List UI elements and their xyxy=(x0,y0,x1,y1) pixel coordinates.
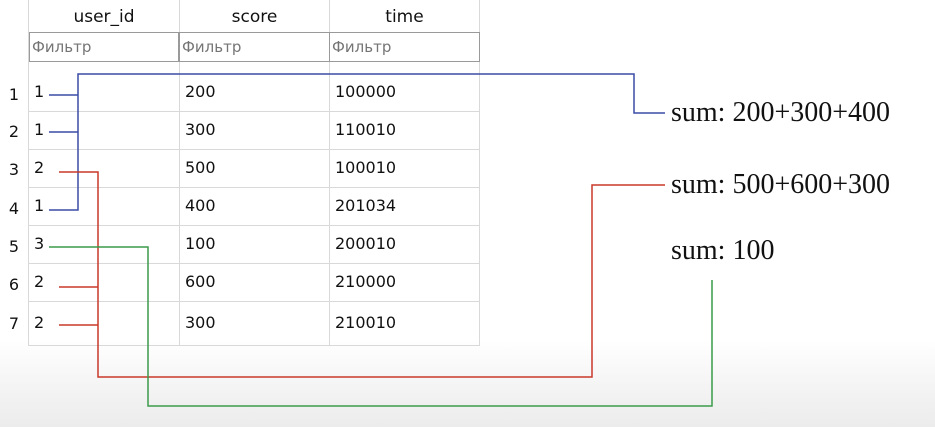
column-header-score[interactable]: score xyxy=(231,7,278,27)
cell-score[interactable]: 500 xyxy=(185,158,216,177)
filter-score-input[interactable] xyxy=(179,32,330,62)
cell-time[interactable]: 110010 xyxy=(335,120,397,139)
grid-line xyxy=(179,0,180,346)
cell-user-id[interactable]: 2 xyxy=(34,272,45,291)
cell-time[interactable]: 100000 xyxy=(335,82,397,101)
cell-user-id[interactable]: 2 xyxy=(34,158,45,177)
row-number[interactable]: 4 xyxy=(8,199,20,218)
cell-time[interactable]: 200010 xyxy=(335,234,397,253)
row-number[interactable]: 5 xyxy=(8,237,20,256)
user-2-connector-line xyxy=(59,171,665,378)
row-separator xyxy=(28,345,480,346)
cell-score[interactable]: 400 xyxy=(185,196,216,215)
row-number[interactable]: 6 xyxy=(8,275,20,294)
row-separator xyxy=(28,149,480,150)
row-separator xyxy=(28,263,480,264)
cell-score[interactable]: 100 xyxy=(185,234,216,253)
column-header-time[interactable]: time xyxy=(385,7,424,27)
user-3-connector-line xyxy=(49,246,713,407)
cell-time[interactable]: 100010 xyxy=(335,158,397,177)
sum-user-2-label: sum: 500+600+300 xyxy=(671,169,891,200)
row-number[interactable]: 7 xyxy=(8,314,20,333)
cell-user-id[interactable]: 1 xyxy=(34,196,45,215)
cell-user-id[interactable]: 1 xyxy=(34,120,45,139)
filter-time-input[interactable] xyxy=(329,32,480,62)
grid-line xyxy=(329,0,330,346)
cell-user-id[interactable]: 2 xyxy=(34,313,45,332)
cell-score[interactable]: 300 xyxy=(185,313,216,332)
row-separator xyxy=(28,301,480,302)
sum-user-3-label: sum: 100 xyxy=(671,235,775,266)
user-3-connector xyxy=(49,246,713,407)
row-number[interactable]: 2 xyxy=(8,122,20,141)
row-separator xyxy=(28,187,480,188)
cell-time[interactable]: 210010 xyxy=(335,313,397,332)
row-number[interactable]: 1 xyxy=(8,85,20,104)
sum-user-1-label: sum: 200+300+400 xyxy=(671,97,891,128)
cell-time[interactable]: 210000 xyxy=(335,272,397,291)
data-grid: user_id score time 1 1 200 100000 2 1 30… xyxy=(0,0,480,346)
row-number[interactable]: 3 xyxy=(8,160,20,179)
grid-line xyxy=(479,0,480,346)
column-header-user-id[interactable]: user_id xyxy=(73,7,135,27)
cell-user-id[interactable]: 1 xyxy=(34,82,45,101)
row-separator xyxy=(28,225,480,226)
user-1-connector xyxy=(49,73,665,211)
row-separator xyxy=(28,111,480,112)
grid-line xyxy=(28,0,29,346)
filter-user-id-input[interactable] xyxy=(29,32,179,62)
cell-score[interactable]: 200 xyxy=(185,82,216,101)
cell-score[interactable]: 300 xyxy=(185,120,216,139)
cell-time[interactable]: 201034 xyxy=(335,196,397,215)
user-1-connector-line xyxy=(49,73,665,211)
user-2-connector xyxy=(59,171,665,378)
cell-user-id[interactable]: 3 xyxy=(34,234,45,253)
cell-score[interactable]: 600 xyxy=(185,272,216,291)
